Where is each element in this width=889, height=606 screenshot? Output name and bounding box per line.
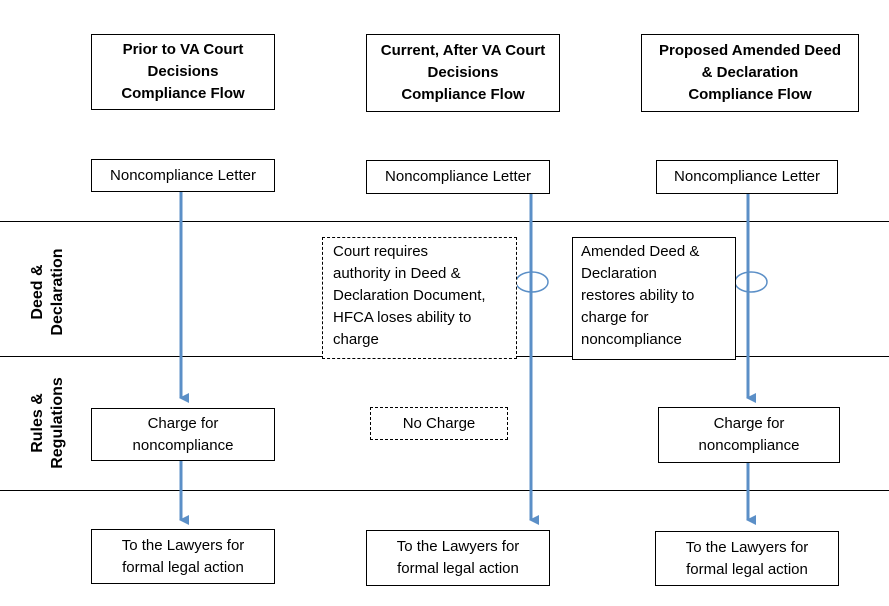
noncompliance-letter-prior-text: Noncompliance Letter [110,166,256,184]
noncompliance-letter-current-text: Noncompliance Letter [385,168,531,185]
noncompliance-letter-current: Noncompliance Letter [366,160,550,194]
charge-box-proposed-text: Charge for noncompliance [698,415,800,454]
header-current-flow-text: Current, After VA Court Decisions Compli… [380,42,546,103]
lane-divider-bottom [0,490,889,491]
charge-box-prior: Charge for noncompliance [91,408,275,461]
no-charge-box: No Charge [370,407,508,440]
court-requirement-note: Court requires authority in Deed & Decla… [322,237,517,359]
noncompliance-letter-proposed: Noncompliance Letter [656,160,838,194]
lawyers-box-current-text: To the Lawyers for formal legal action [396,538,520,577]
header-current-flow: Current, After VA Court Decisions Compli… [366,34,560,112]
charge-box-proposed: Charge for noncompliance [658,407,840,463]
header-prior-flow: Prior to VA Court Decisions Compliance F… [91,34,275,110]
amended-deed-note: Amended Deed & Declaration restores abil… [572,237,736,360]
crossing-oval-col3 [734,271,768,293]
charge-box-prior-text: Charge for noncompliance [132,414,234,454]
no-charge-box-text: No Charge [402,414,476,432]
header-proposed-flow: Proposed Amended Deed & Declaration Comp… [641,34,859,112]
lawyers-box-current: To the Lawyers for formal legal action [366,530,550,586]
lawyers-box-prior-text: To the Lawyers for formal legal action [121,536,245,576]
lane-divider-top [0,221,889,222]
lawyers-box-proposed-text: To the Lawyers for formal legal action [685,538,809,578]
header-proposed-flow-text: Proposed Amended Deed & Declaration Comp… [659,42,841,103]
amended-deed-note-text: Amended Deed & Declaration restores abil… [581,243,700,348]
noncompliance-letter-prior: Noncompliance Letter [91,159,275,192]
court-requirement-note-text: Court requires authority in Deed & Decla… [333,243,486,348]
header-prior-flow-text: Prior to VA Court Decisions Compliance F… [121,41,245,102]
lawyers-box-proposed: To the Lawyers for formal legal action [655,531,839,586]
lawyers-box-prior: To the Lawyers for formal legal action [91,529,275,584]
noncompliance-letter-proposed-text: Noncompliance Letter [674,168,820,185]
